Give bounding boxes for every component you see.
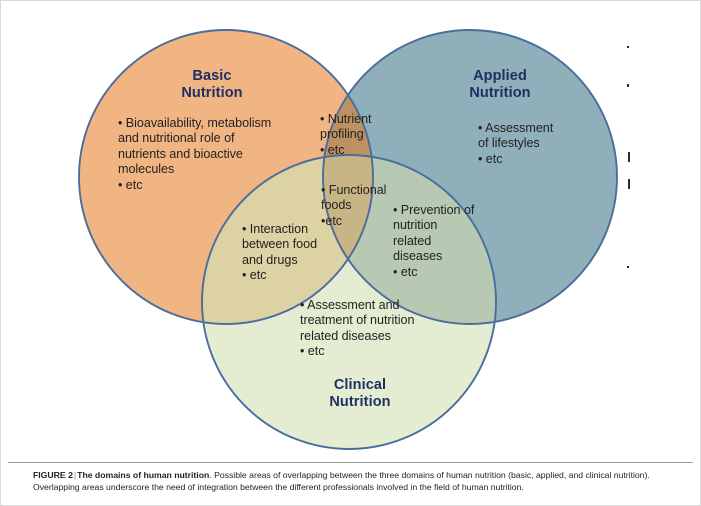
- venn-items-center: • Functional foods •etc: [321, 183, 387, 228]
- venn-label-basic: Basic Nutrition: [181, 68, 243, 101]
- figure-caption: FIGURE 2|The domains of human nutrition.…: [33, 470, 673, 493]
- scan-artifact-speck: [627, 84, 629, 87]
- caption-separator: |: [73, 470, 77, 480]
- caption-divider: [8, 462, 693, 463]
- venn-label-clinical: Clinical Nutrition: [329, 377, 391, 410]
- venn-label-applied: Applied Nutrition: [469, 68, 531, 101]
- venn-items-applied: • Assessment of lifestyles • etc: [478, 121, 554, 166]
- scan-artifact-speck: [628, 152, 630, 162]
- caption-title: The domains of human nutrition: [77, 470, 210, 480]
- frame-top-border: [0, 0, 701, 1]
- caption-text: . Possible areas of overlapping between …: [33, 470, 650, 492]
- scan-artifact-speck: [627, 46, 629, 48]
- venn-outline-clinical: [201, 154, 497, 450]
- venn-items-applied-clinical: • Prevention of nutrition related diseas…: [393, 203, 475, 279]
- scan-artifact-speck: [628, 179, 630, 189]
- venn-outline-applied: [322, 29, 618, 325]
- frame-left-border: [0, 0, 1, 506]
- venn-items-basic-applied: • Nutrient profiling • etc: [320, 112, 372, 157]
- venn-circles-svg: [78, 29, 618, 450]
- venn-items-clinical: • Assessment and treatment of nutrition …: [300, 298, 415, 359]
- venn-items-basic-clinical: • Interaction between food and drugs • e…: [242, 222, 318, 283]
- scan-artifact-speck: [627, 266, 629, 268]
- venn-items-basic: • Bioavailability, metabolism and nutrit…: [118, 116, 272, 192]
- venn-diagram: Basic Nutrition Applied Nutrition Clinic…: [78, 29, 618, 450]
- venn-outline-basic: [78, 29, 374, 325]
- caption-figure-number: FIGURE 2: [33, 470, 73, 480]
